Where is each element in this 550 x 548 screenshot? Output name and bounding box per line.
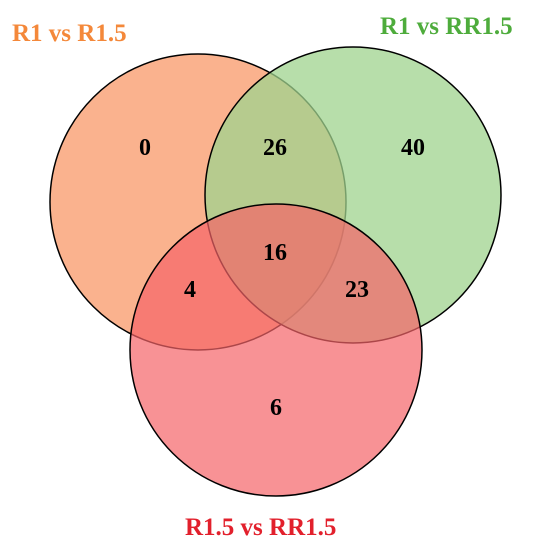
set-b-label: R1 vs RR1.5 (380, 13, 513, 40)
count-bc: 23 (345, 277, 369, 303)
count-c-only: 6 (270, 395, 282, 421)
count-b-only: 40 (401, 135, 425, 161)
set-c-circle (129, 203, 423, 497)
count-ac: 4 (184, 277, 196, 303)
count-abc: 16 (263, 240, 287, 266)
set-c-label: R1.5 vs RR1.5 (185, 514, 336, 541)
count-ab: 26 (263, 135, 287, 161)
count-a-only: 0 (139, 135, 151, 161)
set-a-label: R1 vs R1.5 (12, 20, 127, 47)
